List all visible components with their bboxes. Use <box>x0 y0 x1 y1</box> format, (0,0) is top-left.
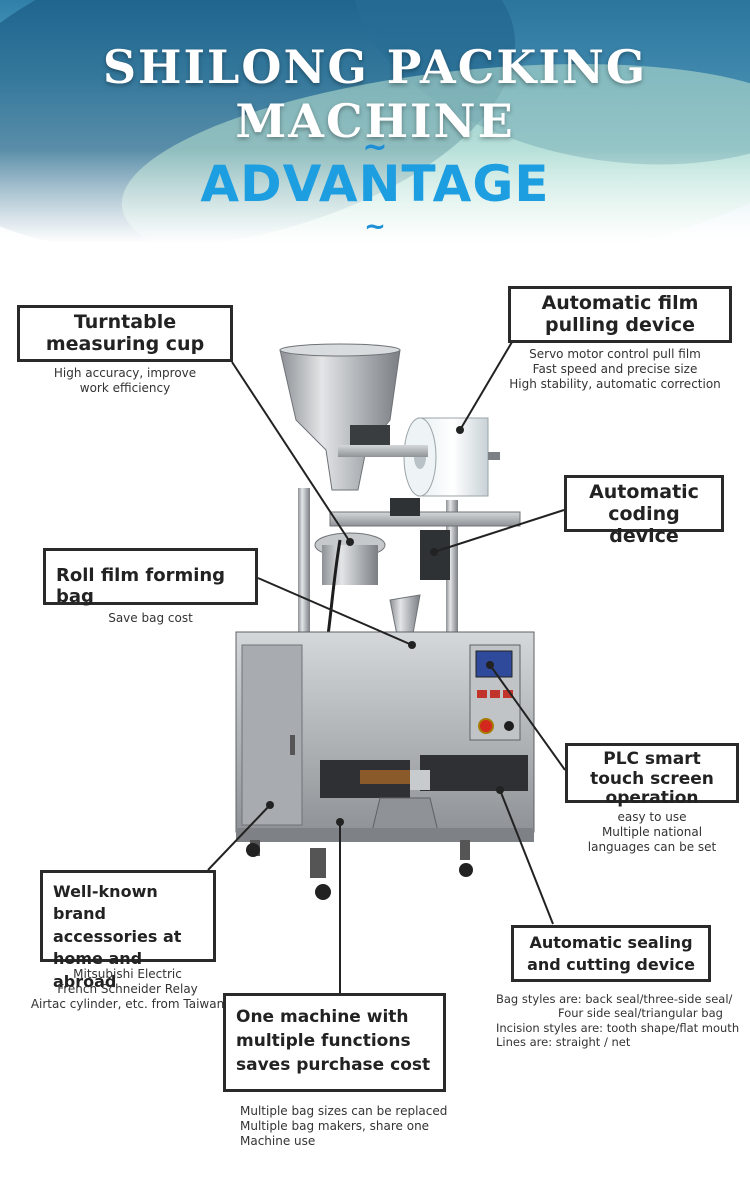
note-line: French Schneider Relay <box>57 982 198 996</box>
note-line: Servo motor control pull film <box>529 347 701 361</box>
note-line: Mitsubishi Electric <box>73 967 182 981</box>
coding-platform <box>329 511 521 527</box>
note-line: languages can be set <box>587 840 717 854</box>
leader-roll-film <box>257 577 413 646</box>
hopper-rim <box>279 343 401 357</box>
callout-title: Automatic film pulling device <box>541 292 699 336</box>
note-line: Bag styles are: back seal/three-side sea… <box>496 992 733 1006</box>
section-heading: ADVANTAGE <box>200 155 550 213</box>
callout-title: One machine with multiple functions save… <box>236 1007 431 1075</box>
note-line: Machine use <box>240 1134 316 1148</box>
callout-title: Roll film forming bag <box>56 565 226 607</box>
callout-coding-device: Automatic coding device <box>564 475 724 547</box>
leader-dot <box>336 818 344 826</box>
note-line: work efficiency <box>79 381 171 395</box>
leader-film-pulling <box>459 341 513 431</box>
note-line: Incision styles are: tooth shape/flat mo… <box>496 1020 740 1035</box>
leader-dot <box>486 661 494 669</box>
note-line: High stability, automatic correction <box>509 377 721 391</box>
touch-screen <box>475 650 513 678</box>
callout-turntable-measuring-cup: Turntable measuring cup <box>17 305 233 362</box>
frame-post-left <box>298 488 310 640</box>
callout-film-pulling-note: Servo motor control pull film Fast speed… <box>495 347 735 392</box>
note-line: Multiple bag sizes can be replaced <box>240 1104 448 1118</box>
page-title: SHILONG PACKING MACHINE <box>102 40 648 148</box>
leader-turntable <box>231 361 351 543</box>
caster-wheel <box>459 863 473 877</box>
callout-film-pulling-device: Automatic film pulling device <box>508 286 732 343</box>
header-fade <box>0 150 750 260</box>
callout-title: PLC smart touch screen operation <box>590 749 714 809</box>
note-line: Save bag cost <box>108 611 193 625</box>
leader-plc <box>489 664 566 771</box>
callout-title: Well-known brand accessories at home and… <box>53 882 182 991</box>
callout-sealing-cutting-device: Automatic sealing and cutting device <box>511 925 711 982</box>
leader-dot <box>456 426 464 434</box>
note-line: High accuracy, improve <box>53 366 197 380</box>
callout-multi-note: Multiple bag sizes can be replaced Multi… <box>240 1104 470 1149</box>
sealing-jaw-right <box>420 755 528 791</box>
leader-coding <box>433 509 565 553</box>
note-line: Fast speed and precise size <box>532 362 698 376</box>
caster-wheel <box>246 843 260 857</box>
note-line: Lines are: straight / net <box>496 1035 631 1050</box>
callout-plc-note: easy to use Multiple national languages … <box>565 810 739 855</box>
leader-dot <box>346 538 354 546</box>
leader-brand <box>207 804 271 871</box>
callout-multi-function: One machine with multiple functions save… <box>223 993 446 1092</box>
note-line: easy to use <box>617 810 687 824</box>
callout-brand-note: Mitsubishi Electric French Schneider Rel… <box>20 967 235 1012</box>
emergency-stop <box>478 718 494 734</box>
leader-dot <box>266 801 274 809</box>
tilde-ornament-bottom: ~ <box>364 212 386 242</box>
callout-turntable-note: High accuracy, improve work efficiency <box>17 366 233 396</box>
leader-dot <box>430 548 438 556</box>
note-line: Multiple bag makers, share one <box>240 1119 430 1133</box>
header-banner <box>0 0 750 260</box>
callout-brand-accessories: Well-known brand accessories at home and… <box>40 870 216 991</box>
callout-title: Automatic sealing and cutting device <box>527 933 695 974</box>
note-line: Airtac cylinder, etc. from Taiwan <box>30 997 225 1011</box>
tilde-ornament-top: ~ <box>362 130 388 165</box>
callout-plc-touch-screen: PLC smart touch screen operation <box>565 743 739 808</box>
caster-wheel <box>315 884 331 900</box>
callout-roll-film-forming-bag: Roll film forming bag <box>43 548 258 607</box>
leader-sealing <box>499 789 554 925</box>
note-line: Multiple national <box>601 825 703 839</box>
callout-sealing-note: Bag styles are: back seal/three-side sea… <box>496 992 746 1050</box>
hopper <box>279 349 401 491</box>
leader-dot <box>496 786 504 794</box>
note-line: Four side seal/triangular bag <box>558 1006 723 1021</box>
machine-base <box>236 828 534 842</box>
callout-title: Automatic coding device <box>589 481 699 547</box>
callout-title: Turntable measuring cup <box>45 311 205 355</box>
callout-roll-film-note: Save bag cost <box>43 611 258 626</box>
leader-dot <box>408 641 416 649</box>
